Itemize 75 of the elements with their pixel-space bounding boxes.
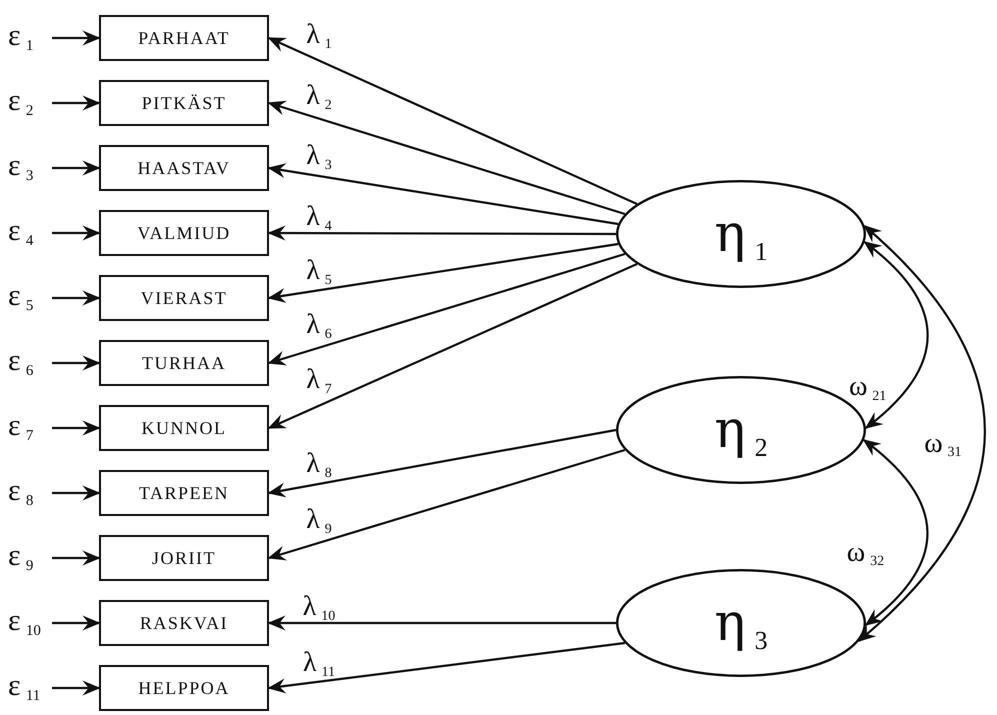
error-term-label: ε$_{5}$: [8, 281, 34, 311]
indicator-box: [99, 405, 269, 451]
indicator-box: [99, 340, 269, 386]
path-arrow: [268, 100, 626, 216]
error-term-label: ε$_{2}$: [8, 86, 34, 116]
latent-variable-ellipse: [616, 569, 866, 677]
path-arrow: [268, 448, 626, 560]
edge-label: λ$_{6}$: [304, 310, 334, 339]
indicator-box: [99, 145, 269, 191]
error-term-label: ε$_{9}$: [8, 541, 34, 571]
edge-label: λ$_{5}$: [304, 256, 334, 285]
variable-name: PARHAAT: [138, 28, 230, 48]
variable-name: HELPPOA: [138, 678, 230, 698]
path-arrow: [52, 30, 100, 46]
path-arrow: [268, 37, 638, 205]
edge-label: λ$_{9}$: [304, 506, 334, 534]
variable-name: VALMIUD: [137, 222, 231, 244]
path-arrow: [52, 680, 100, 696]
path-arrow: [52, 486, 100, 500]
error-term-label: ε$_{7}$: [8, 411, 34, 441]
indicator-box: [99, 275, 269, 321]
error-term-label: ε$_{8}$: [8, 476, 34, 506]
edge-label: λ$_{11}$: [301, 648, 337, 677]
covariance-arrow: [858, 224, 986, 642]
variable-name: RASKVAI: [140, 612, 228, 634]
indicator-box: [99, 470, 269, 516]
path-arrow: [52, 420, 100, 436]
edge-label: λ$_{7}$: [304, 366, 334, 394]
latent-variable-ellipse: [616, 180, 866, 288]
variable-name: TURHAA: [142, 352, 226, 374]
latent-variable-label: η$_{2}$: [714, 404, 768, 456]
path-arrow: [52, 356, 100, 370]
path-arrow: [268, 252, 626, 366]
path-arrow: [52, 290, 100, 306]
latent-variable-ellipse: [616, 376, 866, 484]
path-arrow: [268, 642, 626, 694]
error-term-label: ε$_{1}$: [8, 21, 34, 51]
error-term-label: ε$_{6}$: [8, 346, 34, 376]
edge-label: λ$_{10}$: [300, 593, 338, 621]
edge-label: λ$_{4}$: [304, 203, 334, 232]
indicator-box: [99, 665, 269, 711]
path-arrow: [52, 96, 100, 110]
latent-variable-label: η$_{3}$: [714, 597, 768, 649]
error-term-label: ε$_{11}$: [8, 671, 40, 701]
path-arrow: [268, 226, 616, 241]
latent-variable-label: η$_{1}$: [714, 208, 768, 260]
indicator-box: [99, 600, 269, 646]
variable-name: VIERAST: [140, 288, 228, 308]
error-term-label: ε$_{4}$: [8, 216, 34, 246]
variable-name: TARPEEN: [138, 482, 230, 504]
indicator-box: [99, 535, 269, 581]
edge-label: λ$_{2}$: [304, 82, 334, 110]
path-arrow: [52, 550, 100, 566]
path-arrow: [268, 242, 618, 303]
error-term-label: ε$_{10}$: [8, 606, 41, 636]
indicator-box: [99, 80, 269, 126]
path-arrow: [52, 616, 100, 630]
path-arrow: [268, 163, 618, 226]
error-term-label: ε$_{3}$: [8, 151, 34, 181]
path-arrow: [52, 226, 100, 240]
edge-label: λ$_{8}$: [304, 450, 334, 478]
variable-name: KUNNOL: [142, 418, 226, 438]
indicator-box: [99, 210, 269, 256]
variable-name: PITKÄST: [142, 92, 226, 114]
edge-label: λ$_{3}$: [304, 142, 334, 170]
covariance-arrow: [863, 241, 929, 429]
path-arrow: [268, 263, 638, 429]
path-arrow: [268, 616, 616, 630]
indicator-box: [99, 15, 269, 61]
covariance-arrow: [862, 439, 928, 626]
variable-name: JORIIT: [152, 548, 216, 568]
edge-label: λ$_{1}$: [304, 20, 334, 49]
path-arrow: [268, 428, 616, 498]
variable-name: HAASTAV: [138, 158, 230, 178]
path-arrow: [52, 160, 100, 176]
